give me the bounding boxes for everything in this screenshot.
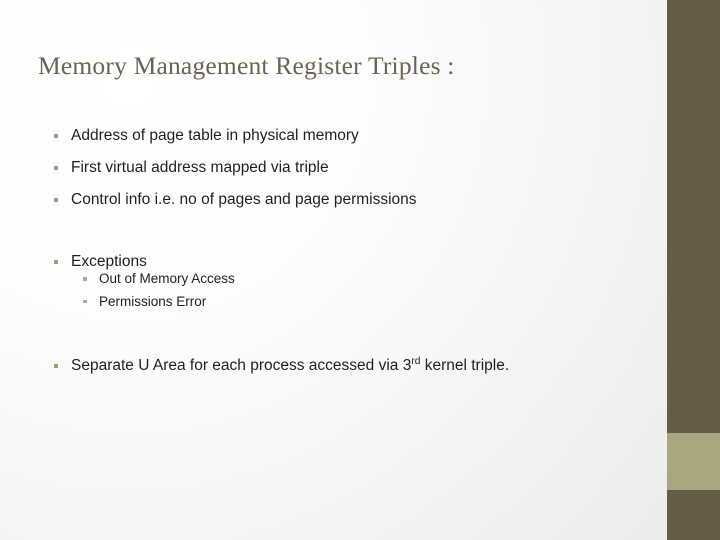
bullet-dot-icon (83, 299, 87, 303)
list-item-label-part-1: Separate U Area for each process accesse… (71, 357, 412, 374)
list-item: Exceptions (48, 252, 648, 270)
bullet-list-level-2: Out of Memory Access Permissions Error (48, 272, 648, 308)
list-item-label-part-2: kernel triple. (420, 357, 510, 374)
bullet-dot-icon (54, 259, 58, 264)
ordinal-suffix: rd (411, 355, 421, 367)
slide-title: Memory Management Register Triples : (38, 51, 455, 80)
list-item-label: Out of Memory Access (99, 271, 235, 286)
list-item: Control info i.e. no of pages and page p… (48, 192, 648, 208)
list-item-label: Address of page table in physical memory (71, 127, 359, 144)
list-item: Permissions Error (78, 293, 648, 309)
bullet-dot-icon (54, 134, 58, 138)
sidebar-accent-band (667, 433, 720, 490)
bullet-dot-icon (54, 364, 58, 368)
list-item-label: First virtual address mapped via triple (71, 159, 329, 176)
bullet-dot-icon (83, 277, 87, 281)
list-item-label: Control info i.e. no of pages and page p… (71, 191, 417, 208)
bullet-dot-icon (54, 198, 58, 202)
bullet-dot-icon (54, 166, 58, 170)
list-item: Address of page table in physical memory (48, 128, 648, 144)
list-item-label: Exceptions (71, 252, 147, 270)
list-item: First virtual address mapped via triple (48, 160, 648, 176)
list-item-label: Permissions Error (99, 293, 207, 309)
sub-list-container: Out of Memory Access Permissions Error (48, 272, 648, 308)
list-item: Separate U Area for each process accesse… (48, 355, 648, 374)
bullet-list-level-1: Address of page table in physical memory… (48, 128, 648, 374)
slide-body: Address of page table in physical memory… (48, 128, 648, 374)
list-item: Out of Memory Access (78, 272, 648, 286)
